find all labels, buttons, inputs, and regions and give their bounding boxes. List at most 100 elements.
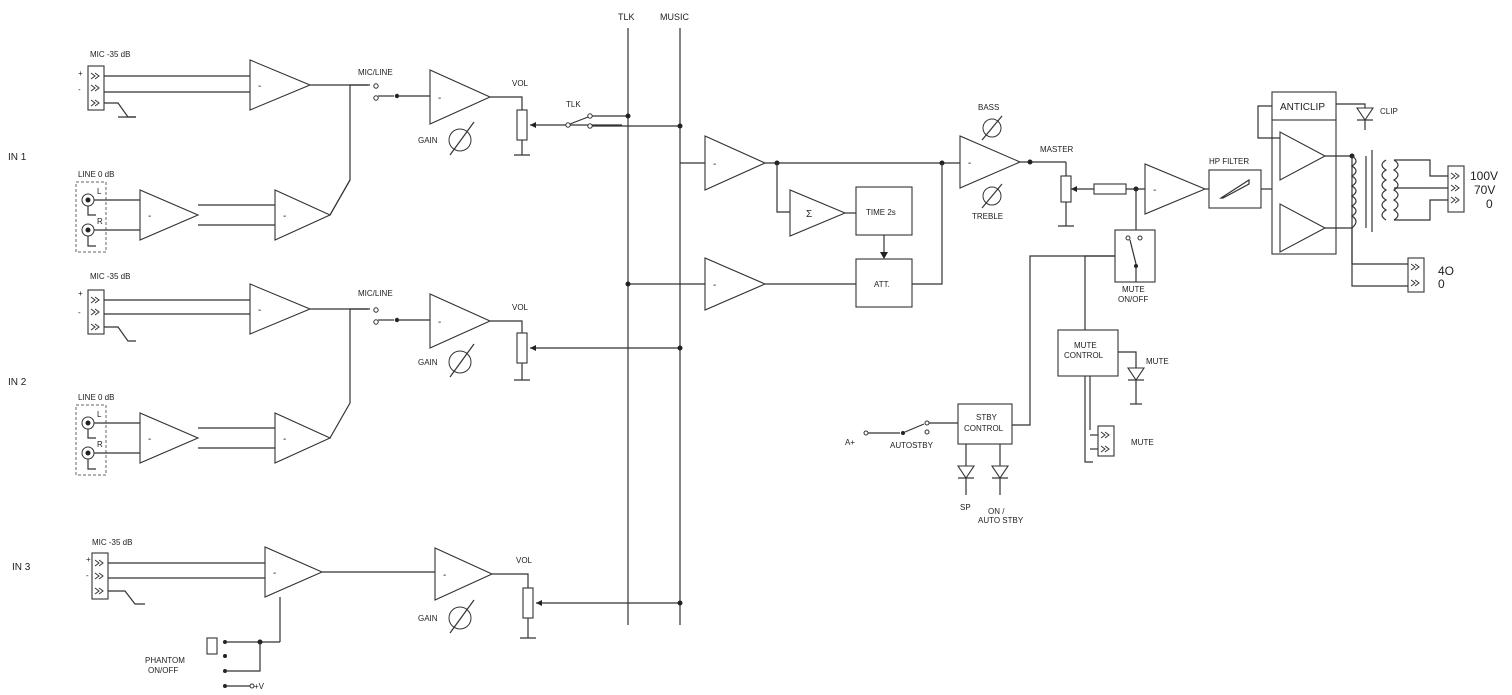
gain-label-in1: GAIN: [418, 136, 438, 145]
svg-text:+: +: [78, 289, 83, 298]
channel-in2: MIC -35 dB + - - LINE 0 dB L R - - MIC/L…: [75, 272, 683, 476]
mute-input-label: MUTE: [1131, 438, 1154, 447]
mute-control-label-1: MUTE: [1074, 341, 1097, 350]
mic-preamp-in3: [264, 546, 324, 598]
svg-text:-: -: [258, 81, 261, 92]
phantom-switch[interactable]: [206, 637, 218, 655]
polarity-minus: -: [78, 85, 81, 94]
a-plus-label: A+: [845, 438, 855, 447]
input-label-in1: IN 1: [8, 152, 27, 163]
channel-in1: MIC -35 dB + - - LINE 0 dB L R - -: [75, 50, 683, 253]
vol-label-in2: VOL: [512, 303, 529, 312]
treble-label: TREBLE: [972, 212, 1003, 221]
polarity-plus: +: [78, 69, 83, 78]
svg-text:Σ: Σ: [806, 209, 812, 220]
mute-on-off-label-2: ON/OFF: [1118, 295, 1148, 304]
on-label-2: AUTO STBY: [978, 516, 1024, 525]
line-buffer-in1: [139, 189, 200, 241]
vol-pot-in2[interactable]: [516, 332, 528, 364]
vol-amp-in1: [429, 69, 492, 125]
speaker-low-z-connector: [1407, 257, 1425, 293]
vol-label-in3: VOL: [516, 556, 533, 565]
stby-control-block: [957, 403, 1013, 445]
gain-knob-in1[interactable]: [448, 128, 472, 152]
svg-text:-: -: [283, 211, 286, 222]
post-amp: [1144, 163, 1207, 215]
svg-text:-: -: [148, 434, 151, 445]
line-label-in2: LINE 0 dB: [78, 393, 114, 402]
bus-label-music: MUSIC: [660, 12, 690, 22]
mute-input-connector: [1097, 425, 1115, 457]
vol-amp-in2: [429, 293, 492, 349]
svg-text:-: -: [1153, 185, 1156, 196]
output-0a-label: 0: [1486, 197, 1493, 211]
phantom-label-2: ON/OFF: [148, 666, 178, 675]
bus-lines: TLK MUSIC: [618, 12, 690, 625]
mute-on-off-switch[interactable]: [1114, 229, 1156, 283]
line-label-in1: LINE 0 dB: [78, 170, 114, 179]
bus-label-talk: TLK: [618, 12, 635, 22]
output-100v-label: 100V: [1470, 169, 1498, 183]
svg-text:+: +: [86, 555, 91, 564]
att-block: [855, 258, 913, 308]
plus-v-label: +V: [254, 682, 265, 691]
speaker-line-connector: [1447, 165, 1465, 213]
gain-label-in3: GAIN: [418, 614, 438, 623]
svg-text:-: -: [86, 571, 89, 580]
talk-switch-label: TLK: [566, 100, 581, 109]
svg-text:-: -: [443, 570, 446, 581]
mic-connector-in3: [91, 552, 109, 600]
bass-label: BASS: [978, 103, 999, 112]
svg-text:-: -: [148, 211, 151, 222]
mute-on-off-label-1: MUTE: [1122, 285, 1145, 294]
svg-text:-: -: [713, 159, 716, 170]
talk-amp: [704, 257, 767, 311]
mic-connector-in2: [87, 289, 105, 335]
tone-amp: [959, 135, 1022, 189]
mic-label-in1: MIC -35 dB: [90, 50, 130, 59]
mic-label-in2: MIC -35 dB: [90, 272, 130, 281]
gain-label-in2: GAIN: [418, 358, 438, 367]
gain-knob-in2[interactable]: [448, 350, 472, 374]
line-diff-amp-in2: [274, 412, 332, 464]
svg-text:-: -: [438, 317, 441, 328]
mute-led: [1126, 367, 1146, 381]
svg-text:TIME 2s: TIME 2s: [866, 208, 896, 217]
line-buffer-in2: [139, 412, 200, 464]
stby-label-1: STBY: [976, 413, 998, 422]
clip-label: CLIP: [1380, 107, 1398, 116]
output-70v-label: 70V: [1474, 183, 1495, 197]
mic-preamp-in1: [249, 59, 312, 111]
time-block: [855, 186, 913, 236]
music-amp: [704, 135, 767, 191]
mute-control-label-2: CONTROL: [1064, 351, 1104, 360]
mixer-core: - Σ TIME 2s ATT. - - BASS TREBLE MAST: [625, 103, 1272, 525]
anticlip-label: ANTICLIP: [1280, 102, 1325, 113]
line-connector-in2: [75, 404, 107, 476]
on-led: [990, 465, 1010, 479]
stby-label-2: CONTROL: [964, 424, 1004, 433]
on-label-1: ON /: [988, 507, 1005, 516]
hp-filter-label: HP FILTER: [1209, 157, 1249, 166]
resistor: [1093, 183, 1127, 195]
svg-text:L: L: [97, 187, 102, 196]
mic-preamp-in2: [249, 283, 312, 335]
gain-knob-in3[interactable]: [448, 606, 472, 630]
vol-pot-in1[interactable]: [516, 109, 528, 141]
svg-text:-: -: [968, 158, 971, 169]
svg-text:ATT.: ATT.: [874, 280, 890, 289]
svg-text:R: R: [97, 440, 103, 449]
sigma-amp: [789, 189, 847, 237]
vol-pot-in3[interactable]: [522, 587, 534, 619]
line-connector-in1: [75, 181, 107, 253]
output-0b-label: 0: [1438, 277, 1445, 291]
channel-in3: MIC -35 dB + - - - GAIN VOL: [86, 538, 683, 691]
vol-amp-in3: [434, 547, 494, 601]
master-pot[interactable]: [1060, 175, 1072, 203]
mic-line-label-in2: MIC/LINE: [358, 289, 393, 298]
svg-text:-: -: [258, 305, 261, 316]
master-label: MASTER: [1040, 145, 1074, 154]
mute-led-label: MUTE: [1146, 357, 1169, 366]
mute-control-block: [1057, 329, 1119, 377]
